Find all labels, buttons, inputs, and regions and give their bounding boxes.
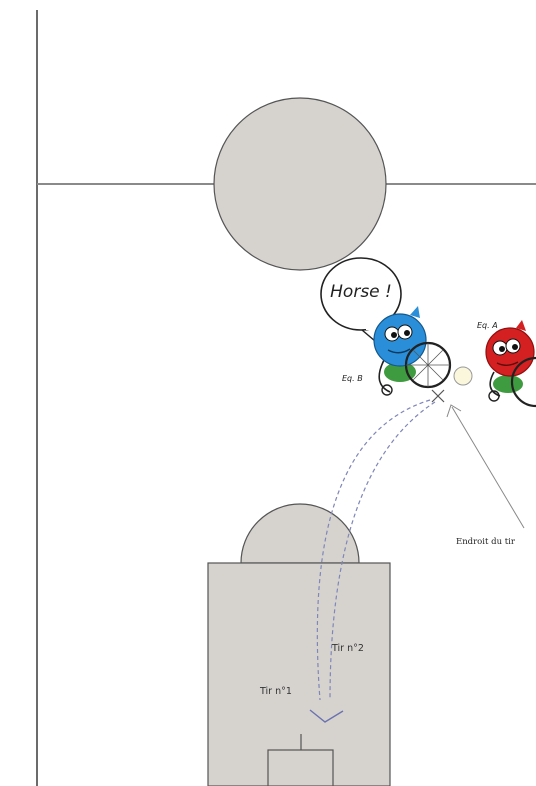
shot-cross-marker [431,389,445,403]
free-throw-semicircle [240,503,360,564]
annotation-leader-line [451,406,525,529]
trajectory-arrowhead [309,709,344,723]
center-circle [213,97,387,271]
shot-1-label: Tir n°1 [259,686,292,697]
annotation-arrowhead [446,404,462,418]
player-b-wheelchair: Eq. B [342,306,452,396]
player-a-wheelchair: Eq. A [477,320,536,408]
ball [453,366,473,386]
player-b-label: Eq. B [342,374,363,383]
trajectory-shot-2 [329,401,436,701]
speech-bubble-text: Horse ! [330,282,392,302]
shot-2-label: Tir n°2 [331,643,364,654]
basket-box [267,749,334,786]
player-a-label: Eq. A [477,321,498,330]
shot-location-label: Endroit du tir [456,537,516,547]
key-area [207,562,391,786]
trajectory-shot-1 [316,399,431,701]
